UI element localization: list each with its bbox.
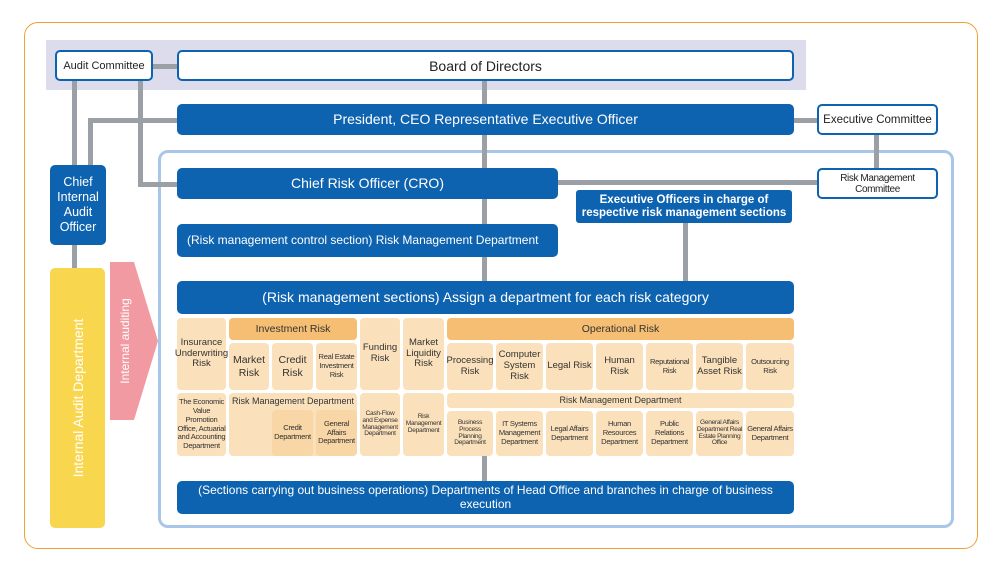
market-liquidity-risk: Market Liquidity Risk	[403, 318, 444, 390]
connector	[152, 64, 178, 69]
connector	[88, 118, 180, 123]
connector	[683, 222, 688, 282]
legal-affairs-department: Legal Affairs Department	[546, 411, 593, 456]
credit-department: Credit Department	[272, 410, 313, 456]
cro-box: Chief Risk Officer (CRO)	[177, 168, 558, 199]
connector	[138, 80, 143, 186]
business-operations-box: (Sections carrying out business operatio…	[177, 481, 794, 514]
executive-officers-line1: Executive Officers in charge of	[599, 193, 769, 206]
risk-management-committee-box: Risk Management Committee	[817, 168, 938, 199]
executive-committee-label: Executive Committee	[823, 113, 932, 126]
internal-audit-department-label: Internal Audit Department	[69, 318, 86, 478]
internal-audit-department-box: Internal Audit Department	[50, 268, 105, 528]
risk-sections-label: (Risk management sections) Assign a depa…	[262, 288, 709, 305]
board-of-directors-label: Board of Directors	[429, 57, 542, 74]
risk-control-section-label: (Risk management control section) Risk M…	[187, 232, 539, 247]
funding-risk: Funding Risk	[360, 318, 400, 390]
connector	[874, 134, 879, 168]
chief-audit-line3: Audit	[63, 205, 93, 219]
investment-risk-header: Investment Risk	[229, 318, 357, 340]
operational-risk-header: Operational Risk	[447, 318, 794, 340]
economic-value-office: The Economic Value Promotion Office, Act…	[177, 393, 226, 456]
risk-management-committee-label: Risk Management Committee	[840, 172, 915, 195]
insurance-underwriting-risk: Insurance Underwriting Risk	[175, 318, 228, 390]
connector	[557, 180, 817, 185]
connector	[72, 244, 77, 270]
real-estate-investment-risk: Real Estate Investment Risk	[316, 343, 357, 390]
connector	[88, 118, 93, 168]
connector	[793, 118, 819, 123]
chief-audit-line1: Chief	[63, 175, 93, 189]
cro-label: Chief Risk Officer (CRO)	[291, 174, 444, 191]
connector	[482, 134, 487, 168]
it-systems-management-department: IT Systems Management Department	[496, 411, 543, 456]
general-affairs-department-2: General Affairs Department	[746, 411, 794, 456]
chief-audit-line2: Internal	[57, 190, 99, 204]
audit-committee-label: Audit Committee	[63, 59, 145, 72]
internal-auditing-label: Internal auditing	[118, 298, 132, 384]
business-process-planning-department: Business Process Planning Department	[447, 411, 493, 456]
human-resources-department: Human Resources Department	[596, 411, 643, 456]
chief-internal-audit-officer-box: Chief Internal Audit Officer	[50, 165, 106, 245]
human-risk: Human Risk	[596, 343, 643, 390]
president-box: President, CEO Representative Executive …	[177, 104, 794, 135]
processing-risk: Processing Risk	[447, 343, 494, 390]
risk-management-department-operational: Risk Management Department	[447, 393, 794, 408]
audit-committee-box: Audit Committee	[55, 50, 153, 81]
president-label: President, CEO Representative Executive …	[333, 110, 638, 127]
general-affairs-real-estate-planning-office: General Affairs Department Real Estate P…	[696, 411, 743, 456]
outer-frame	[24, 22, 978, 549]
executive-committee-box: Executive Committee	[817, 104, 938, 135]
internal-auditing-arrow-label-wrap: Internal auditing	[110, 262, 140, 420]
executive-officers-line2: respective risk management sections	[581, 206, 787, 219]
risk-management-department-liquidity: Risk Management Department	[403, 393, 444, 456]
outsourcing-risk: Outsourcing Risk	[746, 343, 794, 390]
connector	[482, 256, 487, 282]
connector	[72, 80, 77, 168]
connector	[482, 456, 487, 482]
computer-system-risk: Computer System Risk	[496, 343, 543, 390]
tangible-asset-risk: Tangible Asset Risk	[696, 343, 743, 390]
risk-control-section-box: (Risk management control section) Risk M…	[177, 224, 558, 257]
general-affairs-department-1: General Affairs Department	[316, 410, 357, 456]
chief-audit-line4: Officer	[59, 220, 97, 234]
connector	[138, 182, 180, 187]
reputational-risk: Reputational Risk	[646, 343, 693, 390]
connector	[482, 198, 487, 224]
risk-sections-box: (Risk management sections) Assign a depa…	[177, 281, 794, 314]
internal-auditing-arrow	[110, 262, 158, 420]
cashflow-expense-department: Cash-Flow and Expense Management Departm…	[360, 393, 400, 456]
market-risk: Market Risk	[229, 343, 269, 390]
credit-risk: Credit Risk	[272, 343, 313, 390]
business-operations-label: (Sections carrying out business operatio…	[198, 483, 773, 511]
risk-management-frame	[158, 150, 954, 528]
board-of-directors-box: Board of Directors	[177, 50, 794, 81]
connector	[482, 80, 487, 104]
public-relations-department: Public Relations Department	[646, 411, 693, 456]
legal-risk: Legal Risk	[546, 343, 593, 390]
executive-officers-box: Executive Officers in charge of respecti…	[576, 190, 792, 223]
